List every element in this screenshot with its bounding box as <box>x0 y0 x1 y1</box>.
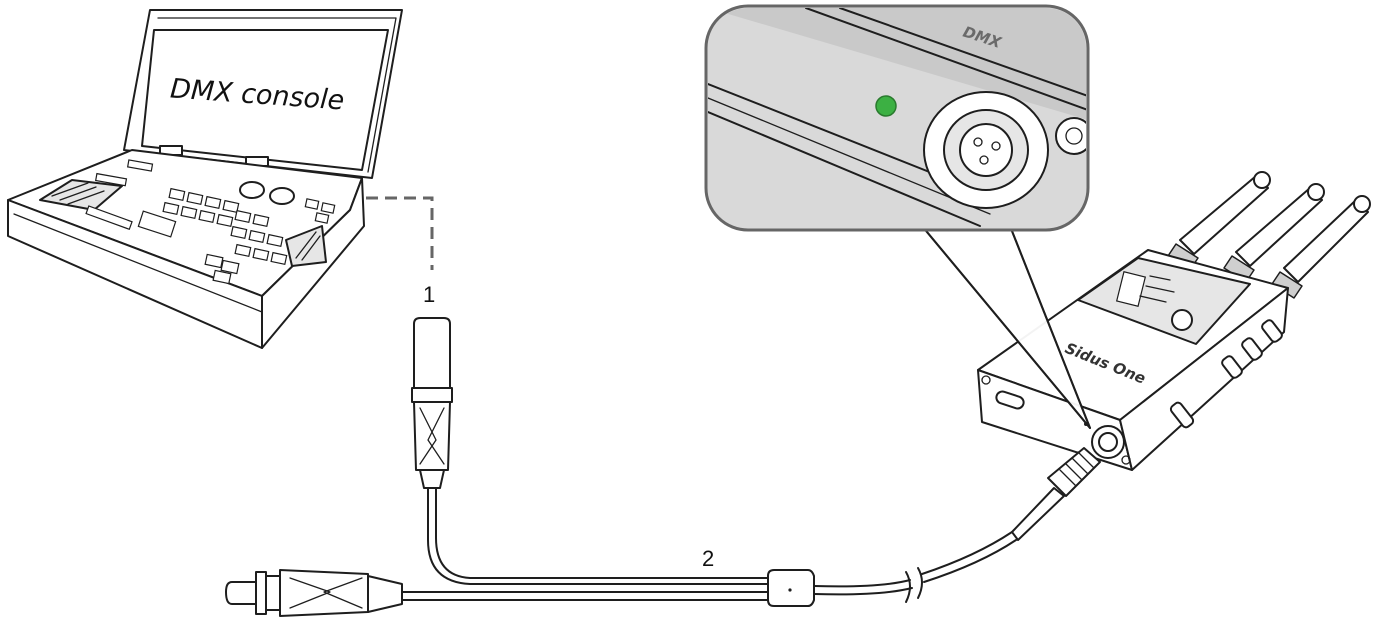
console-screen <box>141 29 389 171</box>
dmx-console: DMX console <box>7 9 403 349</box>
callout-number-2: 2 <box>702 546 714 571</box>
console-keypad <box>162 187 288 285</box>
zoom-callout: DMX <box>704 4 1091 429</box>
cable-branch <box>427 487 771 585</box>
xlr-female-connector <box>225 569 403 617</box>
console-dmx-link-dashed <box>366 196 434 270</box>
antenna <box>1271 195 1371 299</box>
cable-splitter <box>767 569 815 607</box>
antenna <box>1167 171 1271 271</box>
xlr-male-connector <box>411 317 453 489</box>
console-encoder-knob <box>239 181 265 199</box>
zoom-status-led <box>875 95 897 117</box>
callout-number-1: 1 <box>423 282 435 307</box>
dmx-plug-into-device <box>1011 447 1101 541</box>
device-dmx-button <box>1171 309 1193 331</box>
console-encoder-knob <box>269 187 295 205</box>
